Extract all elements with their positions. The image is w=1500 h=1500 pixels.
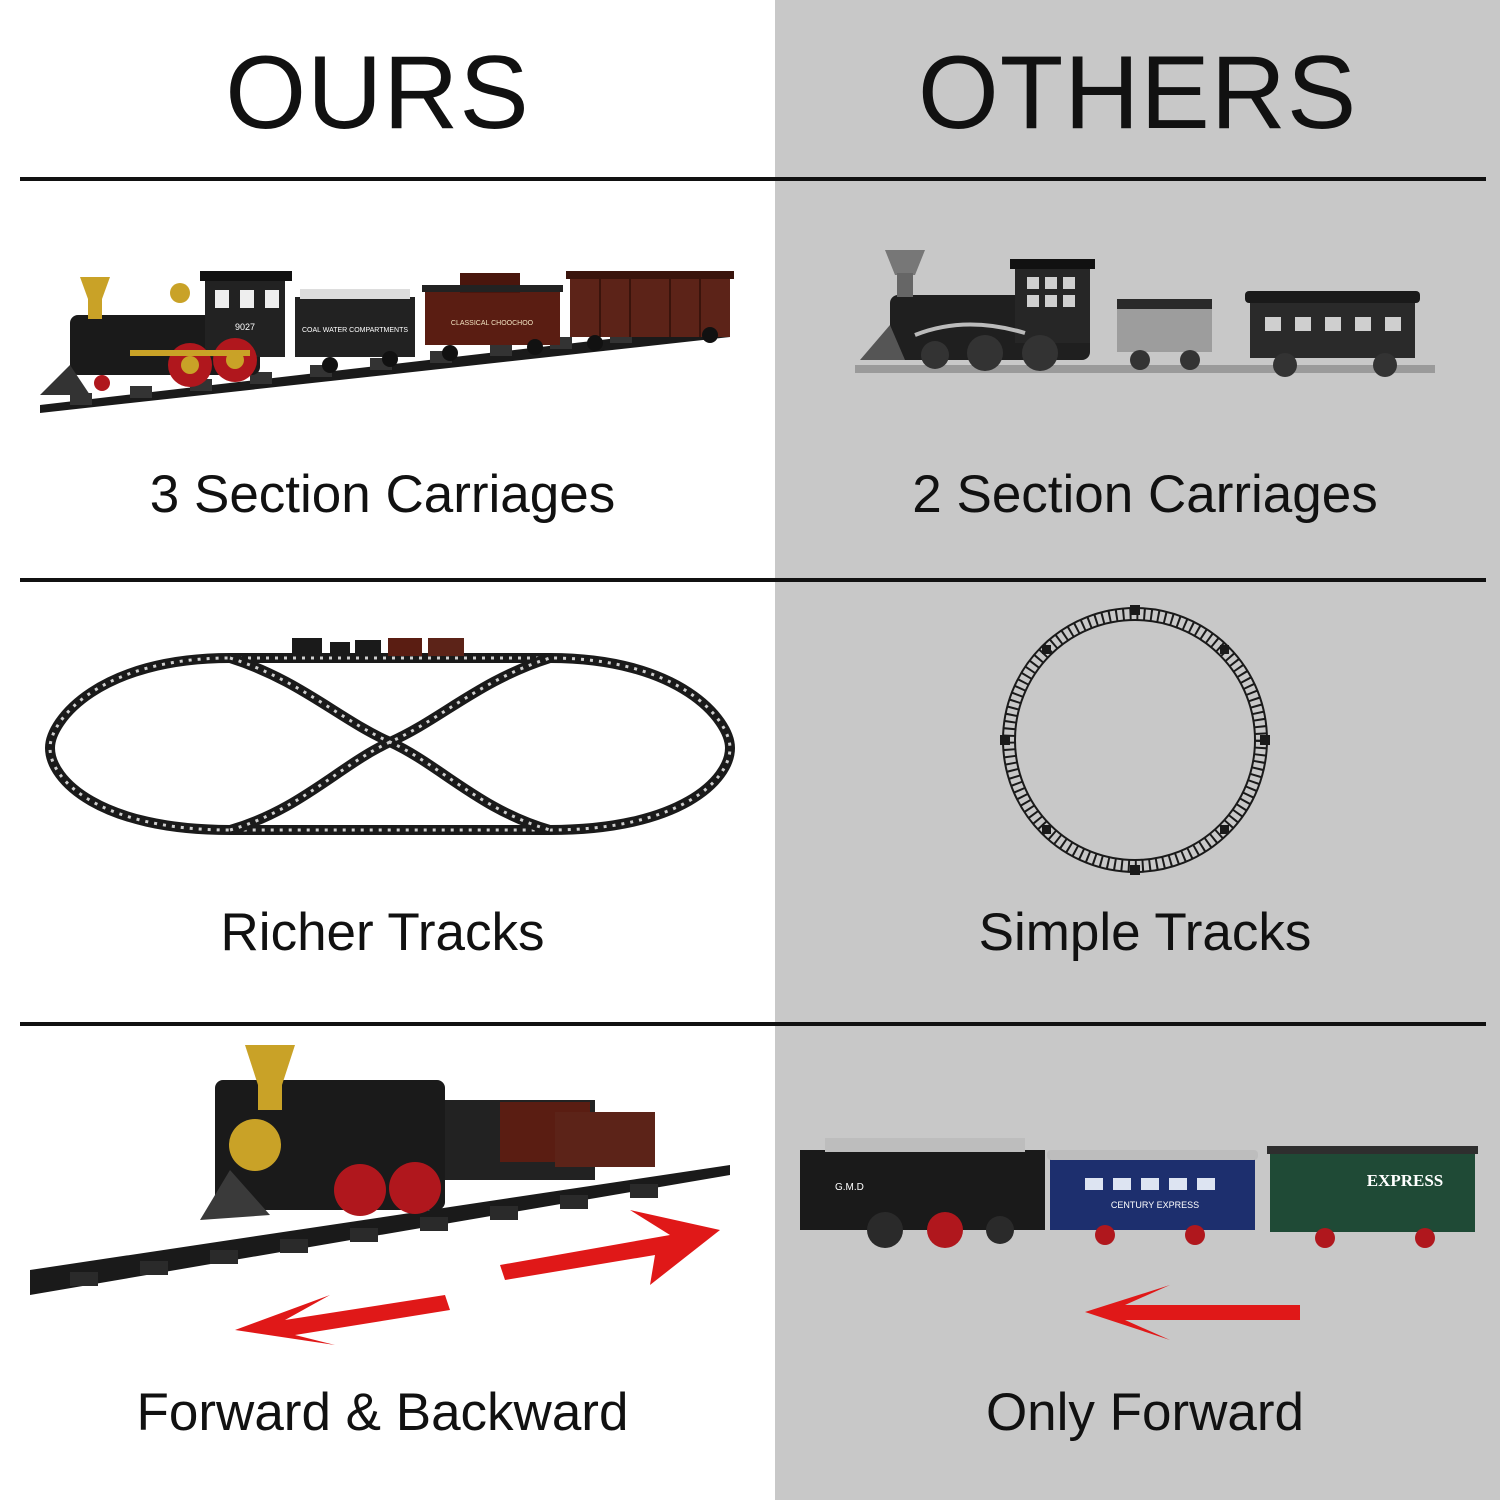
others-row2-caption: Simple Tracks [978,903,1312,962]
others-row1-caption: 2 Section Carriages [912,465,1378,524]
figure-eight-track-icon [44,638,736,835]
ours-tender-label: COAL WATER COMPARTMENTS [302,327,408,334]
circular-track-icon [1000,605,1270,875]
train-with-three-cars-icon: 9027 COAL WATER COMPARTMENTS CLASSICAL C… [40,271,734,413]
ours-header: OURS [225,35,530,151]
ours-caboose-label: CLASSICAL CHOOCHOO [451,320,534,327]
ours-row2-caption: Richer Tracks [220,903,545,962]
others-row3-caption: Only Forward [985,1383,1305,1442]
others-boxcar-label: EXPRESS [1367,1171,1444,1190]
ours-row1-caption: 3 Section Carriages [149,465,616,524]
others-engine-label: G.M.D [835,1182,864,1193]
divider-1 [20,177,1486,181]
ours-loco-number: 9027 [235,322,255,332]
train-with-two-cars-icon [855,250,1435,377]
bidirectional-arrows-icon [30,1045,730,1345]
forward-arrow-icon: G.M.D CENTURY EXPRESS EXPRESS [800,1138,1478,1340]
divider-2 [20,578,1486,582]
divider-3 [20,1022,1486,1026]
ours-row3-caption: Forward & Backward [136,1383,629,1442]
others-coach-label: CENTURY EXPRESS [1111,1200,1199,1210]
others-header: OTHERS [917,35,1358,151]
